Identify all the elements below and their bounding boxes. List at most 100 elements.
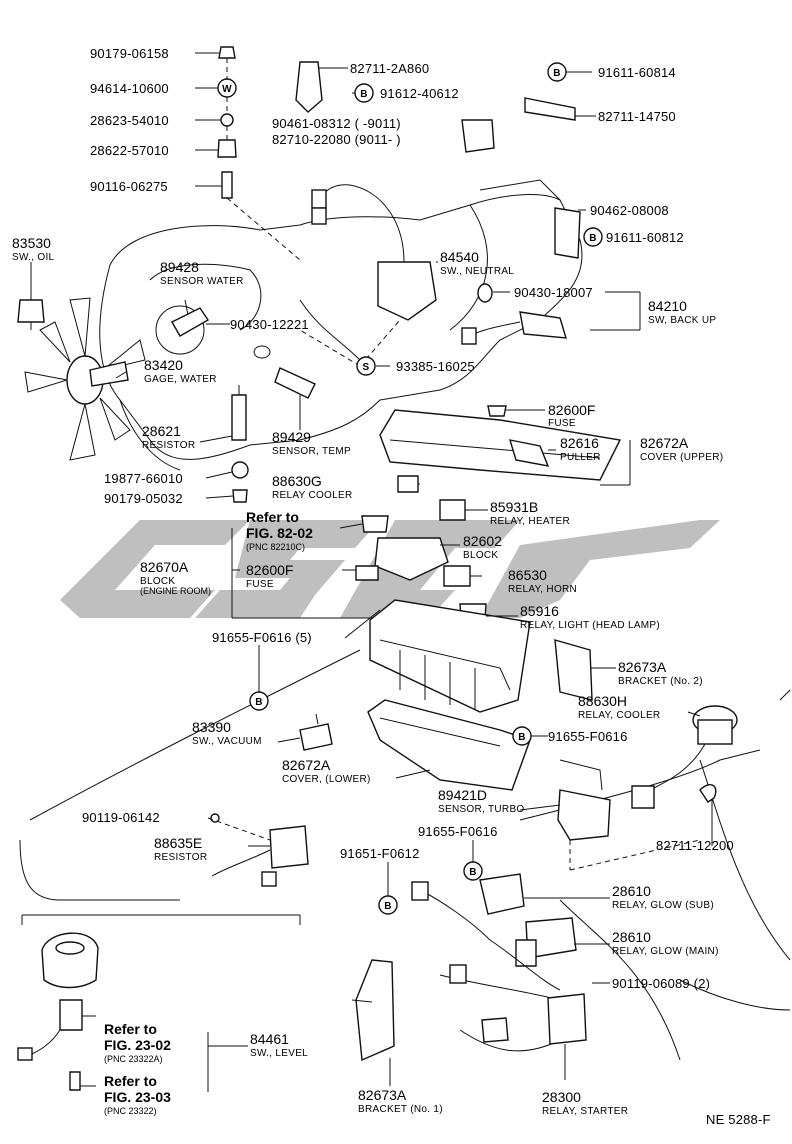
part-number: 90179-05032 [104,491,183,506]
svg-text:B: B [360,89,368,100]
part-number: 88635E [154,835,202,851]
part-number: 84210 [648,298,687,314]
part-desc: SW., VACUUM [192,736,262,747]
part-number: 90119-06142 [82,810,160,825]
part-number: 91655-F0616 [548,729,628,744]
bolt-b-marker-4 [249,691,269,711]
part-desc: COVER, (LOWER) [282,774,371,785]
part-number: 83420 [144,357,183,373]
part-number: 82672A [640,435,689,451]
bolt-b-marker-2 [547,62,567,82]
part-number: 82711-2A860 [350,61,429,76]
reservoir [17,914,301,1091]
ref-pnc: (PNC 23322A) [104,1054,163,1064]
circle-markers: B B B S B B B B [249,62,603,915]
oil-switch [17,299,45,330]
part-number: 90119-06089 (2) [612,976,710,991]
svg-text:B: B [518,732,526,743]
svg-text:B: B [255,697,263,708]
part-desc: RELAY, LIGHT (HEAD LAMP) [520,620,660,631]
part-desc: COVER (UPPER) [640,452,723,463]
backup-switch [461,283,567,345]
part-desc: BRACKET (No. 2) [618,676,703,687]
part-number: 91612-40612 [380,86,459,101]
part-number: 19877-66010 [104,471,183,486]
svg-text:B: B [384,901,392,912]
ref-line2: FIG. 82-02 [246,525,313,541]
part-number: 83530 [12,235,51,251]
part-number: 82616 [560,435,599,451]
part-desc: SW., OIL [12,252,55,263]
bolt-b-marker-1 [354,83,374,103]
diagram-code: NE 5288-F [706,1112,771,1127]
part-number: 89429 [272,429,311,445]
ref-pnc: (PNC 23322) [104,1106,157,1116]
part-number: 84461 [250,1031,289,1047]
part-desc: SENSOR WATER [160,276,244,287]
block-extra: (ENGINE ROOM) [140,586,211,596]
part-number: 82672A [282,757,331,773]
part-number: 90461-08312 ( -9011) [272,116,401,131]
ref-line1: Refer to [246,509,299,525]
part-desc: FUSE [548,418,576,429]
part-number: 82711-14750 [598,109,676,124]
sensors-left [89,307,316,503]
part-number: 85931B [490,499,538,515]
part-number: 91655-F0616 [418,824,498,839]
part-desc: RESISTOR [154,852,207,863]
part-number: 28622-57010 [90,143,169,158]
bracket-no1 [351,959,395,1062]
right-bracket-relay [554,639,738,809]
part-desc: RELAY COOLER [272,490,352,501]
part-desc: RELAY, GLOW (SUB) [612,900,714,911]
part-number: 91651-F0612 [340,846,420,861]
lower-cover [367,699,531,791]
part-number: 90116-06275 [90,179,168,194]
part-desc: RELAY, STARTER [542,1106,628,1117]
part-number: 93385-16025 [396,359,475,374]
part-desc: PULLER [560,452,601,463]
part-number: 82673A [618,659,667,675]
svg-text:B: B [589,233,597,244]
part-desc: RELAY, GLOW (MAIN) [612,946,719,957]
reference-labels: Refer to FIG. 82-02 (PNC 82210C) Refer t… [104,509,313,1116]
svg-text:S: S [363,362,370,373]
starter-relay [481,993,587,1045]
fastener-stack: W [217,46,301,261]
part-number: 82602 [463,533,502,549]
part-desc: BRACKET (No. 1) [358,1104,443,1115]
part-number: 90430-18007 [514,285,593,300]
ref-line2: FIG. 23-02 [104,1037,171,1053]
bolt-b-marker-6 [463,861,483,881]
part-number: 82600F [246,562,293,578]
screw-s-marker [356,356,376,376]
part-number: 28610 [612,883,651,899]
part-number: 82711-12200 [656,838,734,853]
vacuum-switch [299,713,333,751]
part-desc: BLOCK [463,550,498,561]
part-number: 28621 [142,423,181,439]
part-number: 89421D [438,787,487,803]
part-desc: BLOCK [140,576,175,587]
part-number: 86530 [508,567,547,583]
part-number: 82670A [140,559,189,575]
upper-brackets [295,61,581,259]
ref-line2: FIG. 23-03 [104,1089,171,1105]
part-number: 94614-10600 [90,81,169,96]
part-number: 82710-22080 (9011- ) [272,132,401,147]
part-desc: SW., NEUTRAL [440,266,514,277]
part-number: 82600F [548,402,595,418]
part-number: 28610 [612,929,651,945]
washer-marker: W [222,84,232,95]
bolt-b-marker-7 [378,895,398,915]
bolt-b-marker-5 [512,726,532,746]
turbo-sensor [557,759,611,841]
part-number: 82673A [358,1087,407,1103]
part-number: 91611-60814 [598,65,676,80]
part-desc: RELAY, COOLER [578,710,660,721]
neutral-switch [311,184,437,321]
part-desc: SW., LEVEL [250,1048,308,1059]
svg-text:B: B [553,68,561,79]
part-number: 90462-08008 [590,203,669,218]
